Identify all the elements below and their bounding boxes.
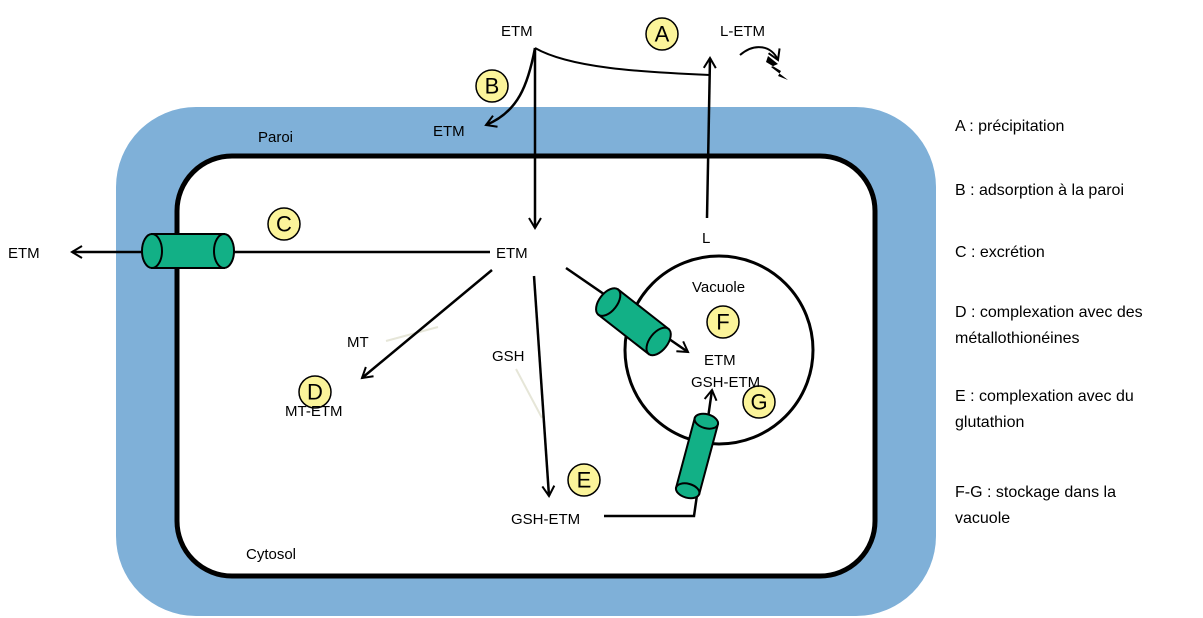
svg-text:C: C xyxy=(276,212,292,237)
legend-item-fg: F-G : stockage dans la vacuole xyxy=(955,480,1155,532)
legend-item-c: C : excrétion xyxy=(955,240,1200,266)
precipitation-line xyxy=(535,48,710,75)
label-etm-wall: ETM xyxy=(433,123,465,140)
label-l-etm: L-ETM xyxy=(720,23,765,40)
legend-item-e: E : complexation avec du glutathion xyxy=(955,384,1200,436)
badge-f: F xyxy=(707,306,739,338)
label-etm-vacuole: ETM xyxy=(704,352,736,369)
label-mt: MT xyxy=(347,334,369,351)
label-l: L xyxy=(702,230,710,247)
label-etm-top: ETM xyxy=(501,23,533,40)
label-paroi: Paroi xyxy=(258,129,293,146)
legend-item-d: D : complexation avec des métallothionéi… xyxy=(955,300,1185,352)
transporter-excretion-icon xyxy=(142,234,234,268)
badge-c: C xyxy=(268,208,300,240)
arrow-l-etm-out xyxy=(740,47,778,60)
svg-text:E: E xyxy=(577,468,592,493)
badge-b: B xyxy=(476,70,508,102)
label-gsh: GSH xyxy=(492,348,525,365)
label-cytosol: Cytosol xyxy=(246,546,296,563)
label-gsh-etm: GSH-ETM xyxy=(511,511,580,528)
svg-text:G: G xyxy=(750,390,767,415)
legend-item-b: B : adsorption à la paroi xyxy=(955,178,1200,204)
label-etm-out: ETM xyxy=(8,245,40,262)
badge-e: E xyxy=(568,464,600,496)
badge-a: A xyxy=(646,18,678,50)
svg-text:A: A xyxy=(655,22,670,47)
svg-text:B: B xyxy=(485,74,500,99)
legend-item-a: A : précipitation xyxy=(955,114,1200,140)
svg-text:F: F xyxy=(716,310,729,335)
svg-text:D: D xyxy=(307,380,323,405)
label-mt-etm: MT-ETM xyxy=(285,403,343,420)
label-vacuole: Vacuole xyxy=(692,279,745,296)
label-etm-center: ETM xyxy=(496,245,528,262)
label-gsh-etm-vacuole: GSH-ETM xyxy=(691,374,760,391)
